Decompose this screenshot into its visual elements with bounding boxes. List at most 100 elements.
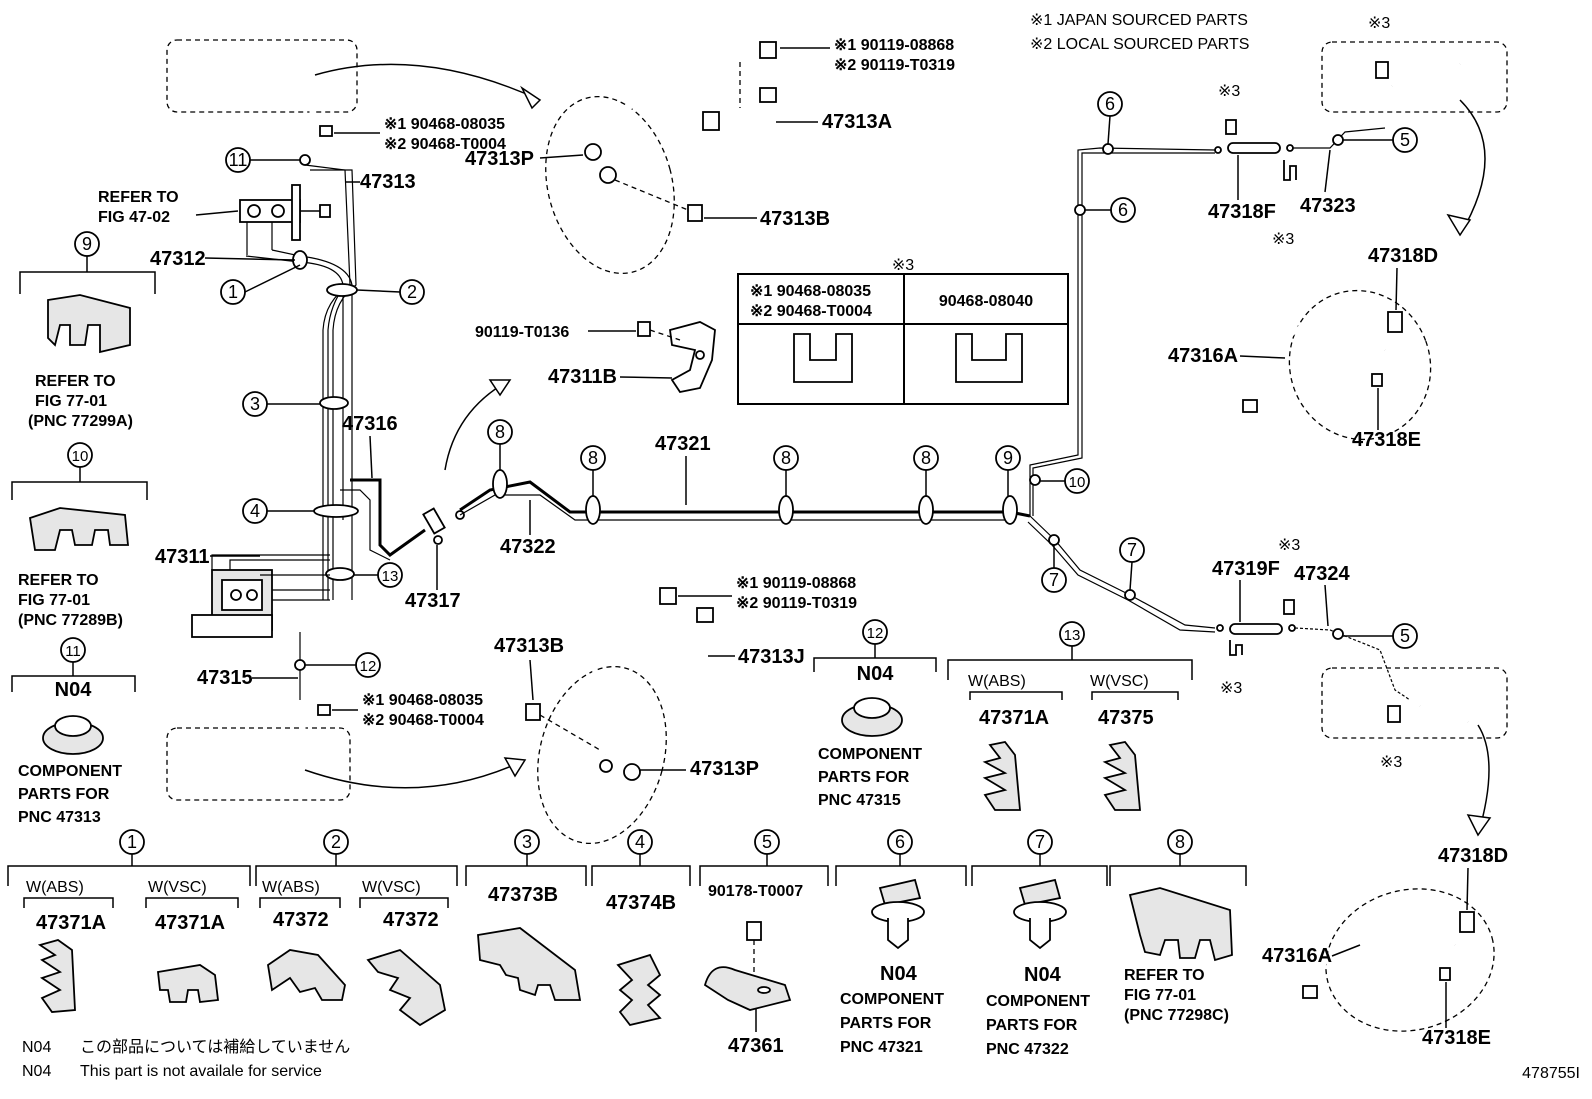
c7-line3: PNC 47322 [986,1041,1069,1058]
svg-text:4: 4 [635,832,645,852]
callout-12-diagram: 12 [305,652,381,678]
svg-text:8: 8 [1175,832,1185,852]
svg-text:11: 11 [229,150,248,170]
legend-local-sourced: ※2 LOCAL SOURCED PARTS [1030,36,1249,53]
part-47313P-top: 47313P [465,148,534,170]
c12-line2: PARTS FOR [818,769,910,786]
c5-part: 90178-T0007 [708,883,803,900]
part-47313: 47313 [360,171,416,193]
c5-part2: 47361 [728,1035,784,1057]
part-47313J: 47313J [738,646,805,668]
rear-detail-box-bottom [1321,667,1508,837]
main-pipe-bundle [245,164,426,600]
part-47313B-top: 47313B [760,208,830,230]
refer-9-l3: (PNC 77299A) [28,413,133,430]
callout-10-diagram: 10 [1040,468,1090,494]
refer-9-l1: REFER TO [35,373,116,390]
rear-right-tube-top [1029,119,1386,516]
refer-10-l2: FIG 77-01 [18,592,90,609]
part-47318E-top: 47318E [1352,429,1421,451]
refer-10-l3: (PNC 77289B) [18,612,123,629]
n04-11: N04 [55,679,93,701]
svg-text:1: 1 [127,832,137,852]
refer-10-l1: REFER TO [18,572,99,589]
callout-4-group: 4 [591,829,691,1027]
refer-9-l2: FIG 77-01 [35,393,107,410]
bolt-90119-T0136: 90119-T0136 [475,324,569,341]
n04-12: N04 [857,663,895,685]
svg-text:8: 8 [781,448,791,468]
callout-10-group: 10 [11,442,148,551]
c13-wvsc: W(VSC) [1090,673,1149,690]
clip-table [737,273,1069,405]
refer-fig-47-02-l1: REFER TO [98,189,179,206]
clip-spec-top-2: ※2 90468-T0004 [384,136,506,153]
n04-7: N04 [1024,964,1062,986]
callout-7-group: 7 [971,829,1108,950]
part-47316A-bottom: 47316A [1262,945,1332,967]
callout-1-group: 1 [7,829,251,1013]
mark-3-f: ※3 [1380,754,1402,771]
callout-11-group: 11 [11,637,136,755]
part-47324: 47324 [1294,563,1350,585]
svg-text:6: 6 [1118,200,1128,220]
n04-6: N04 [880,963,918,985]
part-47318E-bottom: 47318E [1422,1027,1491,1049]
clip-table-col1-l1: ※1 90468-08035 [750,283,871,300]
svg-text:8: 8 [588,448,598,468]
c6-line1: COMPONENT [840,991,944,1008]
c7-line2: PARTS FOR [986,1017,1078,1034]
callout-13-group: 13 [947,621,1193,811]
callout-8-d: 8 [913,445,939,496]
callout-3-group: 3 [465,829,587,1001]
callout-13-diagram: 13 [354,562,403,588]
part-47311: 47311 [155,546,210,568]
svg-text:9: 9 [1003,448,1013,468]
c1-wvsc: W(VSC) [148,879,207,896]
callout-2-group: 2 [255,829,458,1027]
svg-text:6: 6 [1105,94,1115,114]
part-47318D-top: 47318D [1368,245,1438,267]
svg-text:2: 2 [331,832,341,852]
three-way-joint [422,507,465,590]
c3-part: 47373B [488,884,558,906]
c2-part-b: 47372 [383,909,439,931]
c11-line3: PNC 47313 [18,809,101,826]
svg-text:7: 7 [1035,832,1045,852]
bolt-spec-bottom-1: ※1 90119-08868 [736,575,856,592]
part-47321: 47321 [655,433,711,455]
figure-code: 478755I [1522,1065,1580,1082]
footer-jp-note: この部品については補給していません [80,1038,350,1056]
footer-en-note: This part is not availale for service [80,1063,322,1080]
callout-7-a: 7 [1041,545,1067,593]
bolt-spec-top-2: ※2 90119-T0319 [834,57,955,74]
abs-actuator [191,554,330,638]
bolt-spec-top-1: ※1 90119-08868 [834,37,954,54]
c2-wabs: W(ABS) [262,879,320,896]
front-hose-detail-top [545,41,777,275]
part-47316A-top: 47316A [1168,345,1238,367]
part-47318D-bottom: 47318D [1438,845,1508,867]
c13-part-a: 47371A [979,707,1049,729]
c12-line3: PNC 47315 [818,792,901,809]
svg-text:6: 6 [895,832,905,852]
svg-text:8: 8 [495,422,505,442]
clip-table-col2: 90468-08040 [939,293,1033,310]
clip-table-mark: ※3 [892,257,914,274]
part-47322: 47322 [500,536,556,558]
c12-line1: COMPONENT [818,746,922,763]
svg-text:11: 11 [65,643,81,660]
svg-text:13: 13 [1064,627,1081,644]
svg-text:10: 10 [1069,474,1086,491]
callout-4-diagram: 4 [242,498,314,524]
legend-japan-sourced: ※1 JAPAN SOURCED PARTS [1030,12,1248,29]
part-47317: 47317 [405,590,461,612]
part-47319F: 47319F [1212,558,1280,580]
bolt-spec-bottom-2: ※2 90119-T0319 [736,595,857,612]
refer-fig-47-02-l2: FIG 47-02 [98,209,170,226]
svg-text:5: 5 [762,832,772,852]
front-hose-detail-bottom [525,587,714,845]
svg-text:7: 7 [1127,540,1137,560]
callout-2-diagram: 2 [356,279,425,305]
